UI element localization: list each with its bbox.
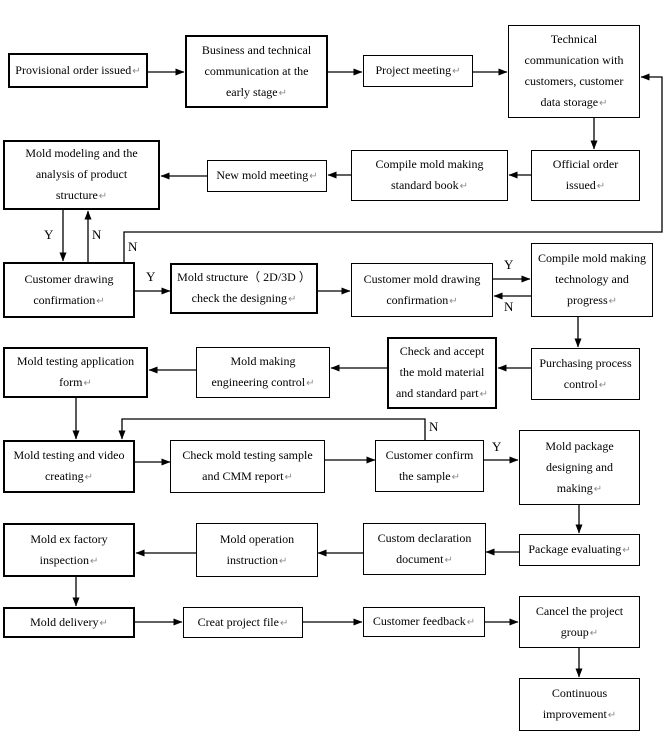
node-label: Mold package designing and making <box>545 438 614 495</box>
node-creat-project-file: Creat project file↵ <box>183 607 303 638</box>
return-mark: ↵ <box>284 472 293 483</box>
node-label: Official order issued <box>552 157 619 192</box>
node-label: Mold ex factory inspection <box>30 531 108 567</box>
node-custom-declaration: Custom declaration document↵ <box>363 523 486 575</box>
branch-label-no-sample-to-testing: N <box>429 419 439 434</box>
node-label: Check and accept the mold material and s… <box>395 344 485 400</box>
return-mark: ↵ <box>83 378 92 389</box>
node-label: Mold delivery <box>30 614 99 629</box>
node-new-mold-meeting: New mold meeting↵ <box>207 160 327 192</box>
return-mark: ↵ <box>596 181 606 192</box>
node-label: Mold testing and video creating <box>13 448 125 483</box>
return-mark: ↵ <box>98 191 108 202</box>
node-mold-testing-video: Mold testing and video creating↵ <box>3 440 135 493</box>
node-mold-structure-check: Mold structure（ 2D/3D ）check the designi… <box>170 263 318 314</box>
node-label: Custom declaration document <box>377 530 472 566</box>
node-label: New mold meeting <box>216 168 309 182</box>
edge-customer-confirm-to-testing-video-no <box>118 418 426 440</box>
branch-label-yes-drawing-to-structure: Y <box>146 269 156 284</box>
return-mark: ↵ <box>449 295 458 307</box>
return-mark: ↵ <box>622 545 631 556</box>
return-mark: ↵ <box>608 296 618 307</box>
node-label: Mold structure（ 2D/3D ）check the designi… <box>177 270 311 305</box>
return-mark: ↵ <box>598 379 608 391</box>
branch-label-no-drawing-to-techcomm: N <box>128 239 138 254</box>
return-mark: ↵ <box>452 66 461 77</box>
node-check-sample-cmm: Check mold testing sample and CMM report… <box>170 440 325 493</box>
return-mark: ↵ <box>466 617 476 628</box>
node-check-accept-material: Check and accept the mold material and s… <box>387 337 497 409</box>
branch-label-yes-modeling-to-drawing: Y <box>44 227 54 242</box>
return-mark: ↵ <box>589 627 599 639</box>
node-label: Mold modeling and the analysis of produc… <box>25 146 138 202</box>
return-mark: ↵ <box>306 378 315 389</box>
return-mark: ↵ <box>607 710 617 721</box>
node-customer-feedback: Customer feedback↵ <box>363 607 485 637</box>
node-label: Provisional order issued <box>15 62 132 77</box>
return-mark: ↵ <box>593 483 603 495</box>
node-compile-standard-book: Compile mold making standard book↵ <box>351 150 508 201</box>
return-mark: ↵ <box>84 472 94 483</box>
return-mark: ↵ <box>132 65 141 77</box>
node-label: Customer mold drawing confirmation <box>363 271 481 307</box>
node-package-evaluating: Package evaluating↵ <box>519 534 640 566</box>
branch-label-yes-sample-to-package: Y <box>492 439 502 454</box>
branch-label-yes-molddrawing-to-technology: Y <box>504 257 514 272</box>
node-technical-communication: Technical communication with customers, … <box>508 25 640 118</box>
node-label: Business and technical communication at … <box>201 42 312 99</box>
edge-customer-drawing-to-tech-comm-no <box>123 73 663 262</box>
return-mark: ↵ <box>309 171 318 182</box>
node-mold-modeling: Mold modeling and the analysis of produc… <box>3 140 160 210</box>
node-label: Mold making engineering control <box>211 354 306 389</box>
node-customer-mold-drawing-confirmation: Customer mold drawing confirmation↵ <box>351 263 493 317</box>
node-mold-package: Mold package designing and making↵ <box>519 430 640 505</box>
node-label: Package evaluating <box>528 542 622 556</box>
return-mark: ↵ <box>287 294 297 305</box>
return-mark: ↵ <box>451 471 461 483</box>
node-label: Customer drawing confirmation <box>24 271 114 307</box>
branch-label-no-drawing-to-modeling: N <box>92 227 102 242</box>
node-label: Compile mold making technology and progr… <box>538 251 646 307</box>
return-mark: ↵ <box>279 617 289 629</box>
return-mark: ↵ <box>278 87 288 99</box>
node-project-meeting: Project meeting↵ <box>363 55 473 87</box>
return-mark: ↵ <box>96 295 105 307</box>
return-mark: ↵ <box>89 555 99 567</box>
node-label: Mold testing application form <box>16 354 135 389</box>
node-label: Check mold testing sample and CMM report <box>182 448 313 483</box>
node-mold-ex-factory: Mold ex factory inspection↵ <box>3 523 135 577</box>
node-compile-technology: Compile mold making technology and progr… <box>531 243 653 317</box>
branch-label-no-molddrawing-return: N <box>504 299 514 314</box>
node-label: Customer feedback <box>372 614 466 628</box>
return-mark: ↵ <box>459 181 469 192</box>
node-label: Project meeting <box>375 63 452 77</box>
node-label: Creat project file <box>197 614 279 629</box>
node-customer-confirm-sample: Customer confirm the sample↵ <box>375 440 484 492</box>
node-business-communication: Business and technical communication at … <box>185 35 328 108</box>
return-mark: ↵ <box>444 554 453 566</box>
node-label: Continuous improvement <box>542 686 608 721</box>
node-label: Cancel the project group <box>535 603 624 639</box>
node-customer-drawing-confirmation: Customer drawing confirmation↵ <box>3 262 135 318</box>
node-official-order: Official order issued↵ <box>531 150 640 201</box>
node-engineering-control: Mold making engineering control↵ <box>196 347 330 398</box>
node-label: Purchasing process control <box>539 355 632 391</box>
node-label: Technical communication with customers, … <box>524 32 624 109</box>
node-continuous-improvement: Continuous improvement↵ <box>519 678 640 731</box>
node-mold-delivery: Mold delivery↵ <box>3 607 135 638</box>
node-mold-operation: Mold operation instruction↵ <box>196 523 318 577</box>
node-mold-testing-form: Mold testing application form↵ <box>3 347 148 398</box>
return-mark: ↵ <box>479 389 489 400</box>
node-cancel-project-group: Cancel the project group↵ <box>519 596 640 648</box>
node-purchasing-control: Purchasing process control↵ <box>531 348 640 400</box>
node-label: Customer confirm the sample <box>385 447 474 483</box>
node-label: Compile mold making standard book <box>375 157 484 192</box>
node-label: Mold operation instruction <box>219 531 295 567</box>
return-mark: ↵ <box>599 98 608 109</box>
return-mark: ↵ <box>99 617 108 629</box>
return-mark: ↵ <box>278 555 288 567</box>
node-provisional-order: Provisional order issued↵ <box>8 53 148 88</box>
